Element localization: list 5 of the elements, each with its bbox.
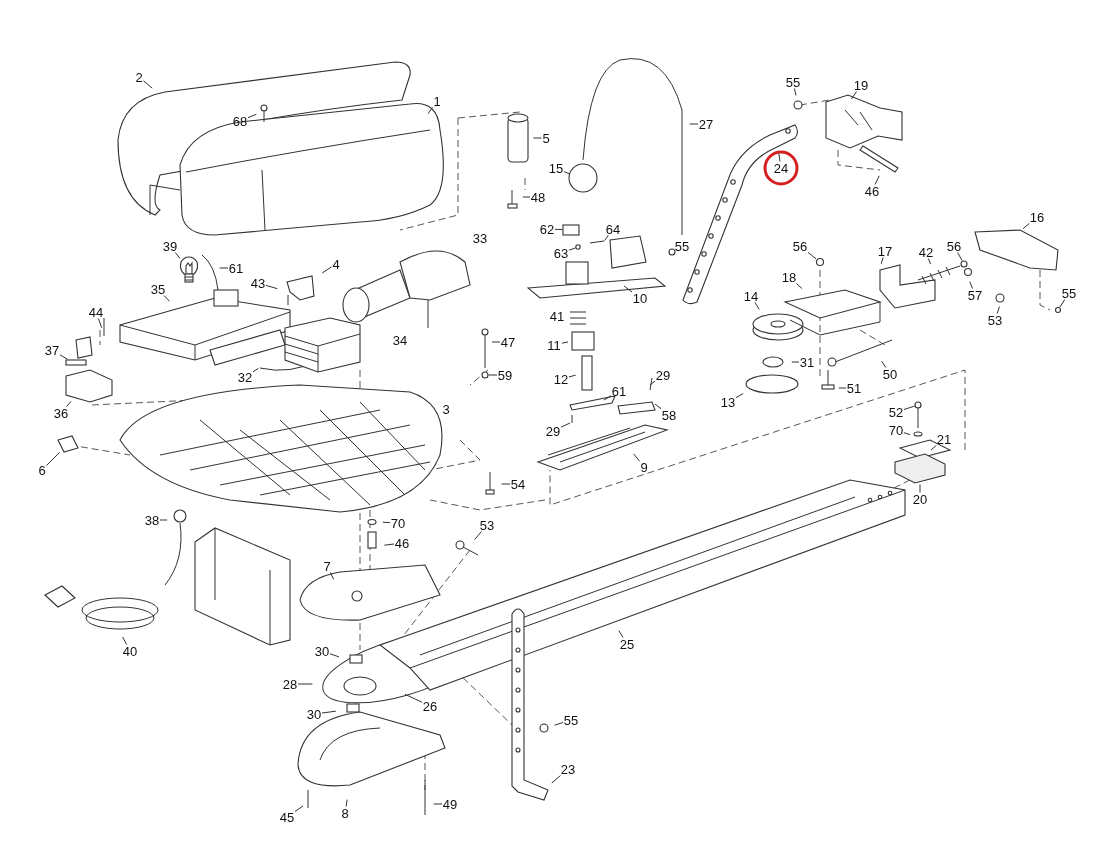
- callout-number: 33: [472, 230, 488, 246]
- callout-number: 41: [549, 308, 565, 324]
- callout-number: 34: [392, 332, 408, 348]
- callout-number: 55: [674, 238, 690, 254]
- callout-number: 3: [442, 401, 450, 417]
